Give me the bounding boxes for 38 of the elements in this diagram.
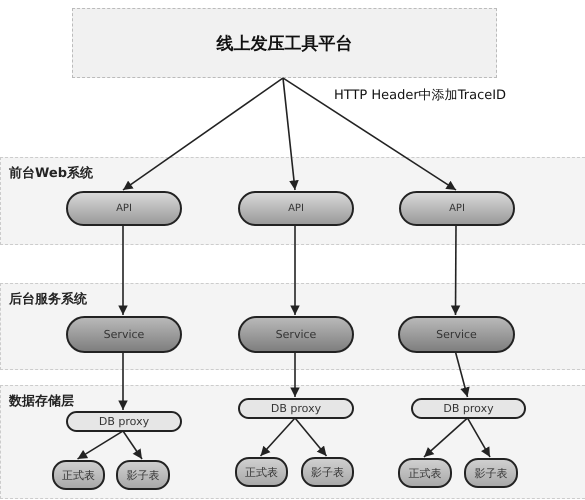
layer-title: 后台服务系统 — [9, 290, 87, 308]
service-pill: Service — [398, 316, 515, 353]
arrow — [118, 352, 128, 410]
arrow — [450, 225, 460, 315]
proxy-pill: DB proxy — [411, 398, 526, 419]
table-pill: 影子表 — [116, 460, 170, 490]
service-pill: Service — [66, 316, 182, 353]
arrow — [454, 352, 470, 398]
arrow — [290, 225, 300, 315]
arrow — [290, 352, 300, 397]
table-pill: 正式表 — [52, 460, 105, 490]
api-pill: API — [66, 191, 182, 226]
arrow — [282, 78, 299, 190]
arrow — [466, 418, 491, 458]
arrow — [282, 77, 456, 191]
layer-band — [0, 157, 585, 245]
arrow — [294, 417, 328, 457]
layer-title: 数据存储层 — [9, 393, 74, 410]
platform-box: 线上发压工具平台 — [72, 8, 497, 78]
service-pill: Service — [238, 316, 354, 353]
layer-title: 前台Web系统 — [9, 164, 93, 182]
layer-band — [0, 283, 585, 370]
table-pill: 正式表 — [398, 458, 452, 488]
table-pill: 影子表 — [301, 457, 354, 487]
api-pill: API — [238, 191, 354, 226]
arrow — [260, 417, 296, 457]
arrow — [122, 77, 284, 191]
proxy-pill: DB proxy — [238, 398, 354, 419]
arrow — [118, 225, 128, 315]
api-pill: API — [399, 191, 515, 226]
layer-band — [0, 385, 585, 499]
table-pill: 正式表 — [235, 457, 288, 487]
table-pill: 影子表 — [464, 458, 518, 488]
arrow — [77, 430, 124, 460]
arrow — [423, 417, 468, 458]
edge-label: HTTP Header中添加TraceID — [332, 86, 508, 104]
arrow — [122, 430, 143, 460]
proxy-pill: DB proxy — [66, 411, 182, 432]
